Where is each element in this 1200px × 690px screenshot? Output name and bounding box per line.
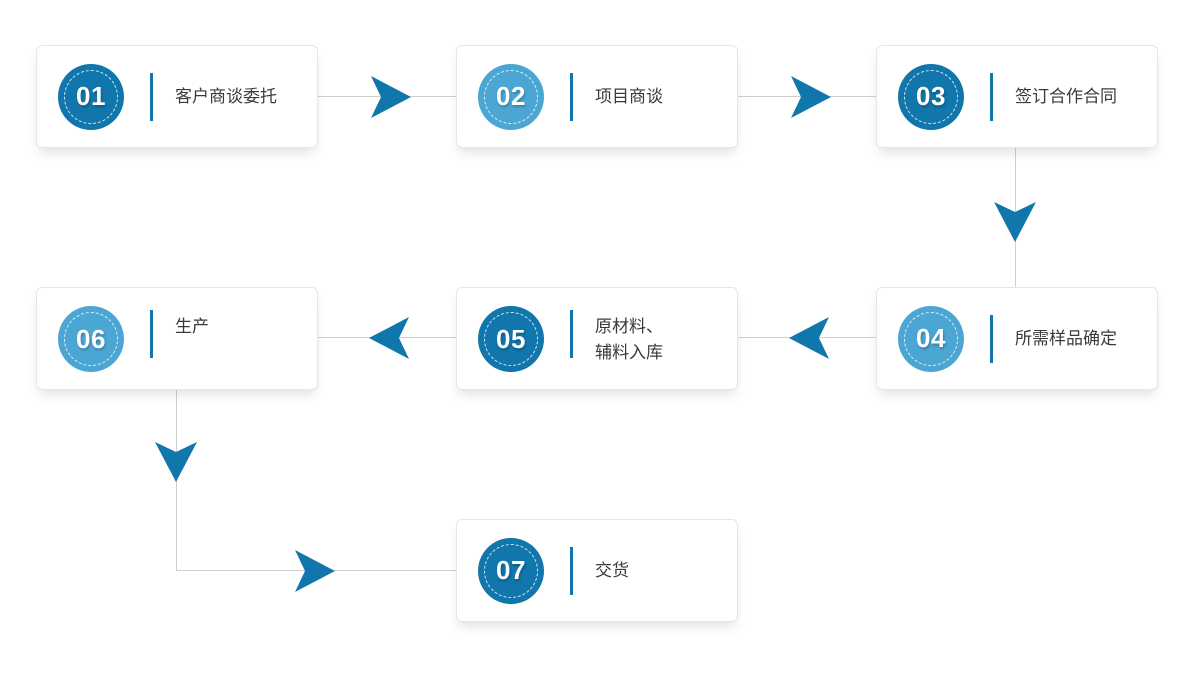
step-number-01: 01 xyxy=(76,81,106,111)
step-number-02: 02 xyxy=(496,81,526,111)
arrow-right-06-to-07 xyxy=(293,550,337,592)
step-badge-01: 01 xyxy=(58,63,124,130)
step-badge-07: 07 xyxy=(478,537,544,604)
step-label-06: 生产 xyxy=(175,317,209,336)
step-divider-04 xyxy=(990,314,993,363)
step-label-01: 客户商谈委托 xyxy=(175,86,277,106)
arrow-right-02-to-03 xyxy=(789,76,833,118)
step-number-03: 03 xyxy=(916,81,946,111)
step-number-06: 06 xyxy=(76,323,106,354)
arrow-down-03-to-04 xyxy=(994,200,1036,244)
arrow-left-05-to-06 xyxy=(367,317,411,359)
step-label-05: 原材料、 辅料入库 xyxy=(595,317,663,362)
step-card-04[interactable]: 04 所需样品确定 xyxy=(876,287,1158,390)
step-number-07: 07 xyxy=(496,555,526,585)
step-divider-02 xyxy=(570,72,573,121)
step-badge-02: 02 xyxy=(478,63,544,130)
step-label-07: 交货 xyxy=(595,560,629,580)
step-divider-05 xyxy=(570,310,573,358)
step-badge-04: 04 xyxy=(898,305,964,372)
step-badge-05: 05 xyxy=(478,306,544,372)
step-divider-06 xyxy=(150,310,153,358)
arrow-down-06-elbow xyxy=(155,440,197,484)
step-divider-03 xyxy=(990,72,993,121)
step-label-04: 所需样品确定 xyxy=(1015,328,1117,348)
step-divider-01 xyxy=(150,72,153,121)
step-divider-07 xyxy=(570,546,573,595)
step-number-04: 04 xyxy=(916,323,946,353)
step-card-02[interactable]: 02 项目商谈 xyxy=(456,45,738,148)
step-card-07[interactable]: 07 交货 xyxy=(456,519,738,622)
arrow-right-01-to-02 xyxy=(369,76,413,118)
step-card-03[interactable]: 03 签订合作合同 xyxy=(876,45,1158,148)
arrow-left-04-to-05 xyxy=(787,317,831,359)
step-badge-06: 06 xyxy=(58,306,124,372)
step-card-01[interactable]: 01 客户商谈委托 xyxy=(36,45,318,148)
step-badge-03: 03 xyxy=(898,63,964,130)
step-number-05: 05 xyxy=(496,323,526,354)
step-card-06[interactable]: 06 生产 xyxy=(36,287,318,390)
step-label-03: 签订合作合同 xyxy=(1015,86,1117,106)
step-card-05[interactable]: 05 原材料、 辅料入库 xyxy=(456,287,738,390)
step-label-02: 项目商谈 xyxy=(595,86,663,106)
